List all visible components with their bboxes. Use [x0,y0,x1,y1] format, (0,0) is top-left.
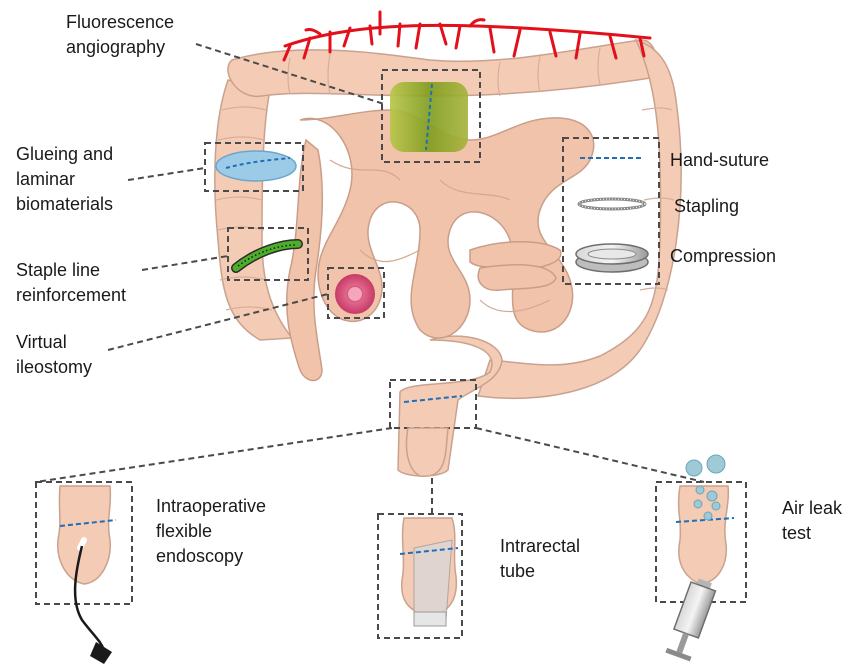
label-air-leak-test: Air leak test [782,496,842,546]
compression-ring-icon [576,244,648,272]
fluorescence-segment [390,82,468,152]
label-stapling: Stapling [674,194,739,219]
label-compression: Compression [670,244,776,269]
label-hand-suture: Hand-suture [670,148,769,173]
intrarectal-tube-illustration [400,518,458,626]
syringe-icon [665,576,717,661]
label-intraoperative-flexible-endoscopy: Intraoperative flexible endoscopy [156,494,266,569]
endoscopy-illustration [58,486,116,664]
label-glueing-laminar-biomaterials: Glueing and laminar biomaterials [16,142,113,217]
label-virtual-ileostomy: Virtual ileostomy [16,330,92,380]
air-leak-illustration [665,455,734,661]
stoma-icon [335,274,375,314]
label-fluorescence-angiography: Fluorescence angiography [66,10,174,60]
glue-patch [216,151,296,181]
staple-ring-icon [579,199,645,209]
label-intrarectal-tube: Intrarectal tube [500,534,580,584]
label-staple-line-reinforcement: Staple line reinforcement [16,258,126,308]
